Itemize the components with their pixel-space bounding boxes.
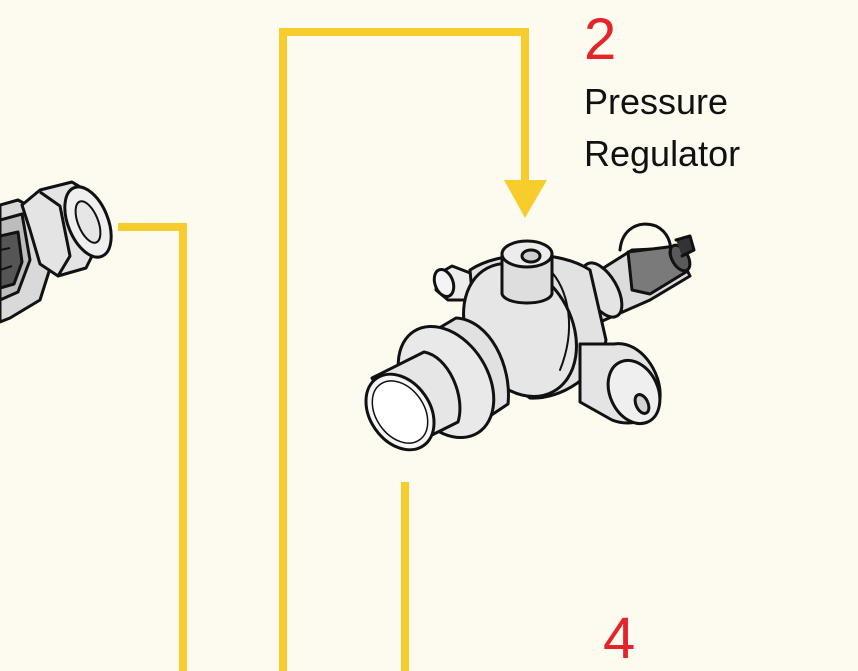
flow-line-left <box>118 223 187 671</box>
flow-arrow-icon <box>504 180 547 218</box>
step-number-2: 2 <box>584 7 617 72</box>
component-label: Pressure Regulator <box>584 76 740 180</box>
pressure-regulator-icon <box>364 222 696 452</box>
flow-lines <box>118 28 529 671</box>
label-line-1: Pressure <box>584 81 729 122</box>
label-line-2: Regulator <box>584 133 741 174</box>
flow-line-outer <box>279 28 529 671</box>
step-number-4: 4 <box>603 606 636 671</box>
fitting-icon <box>0 180 113 324</box>
